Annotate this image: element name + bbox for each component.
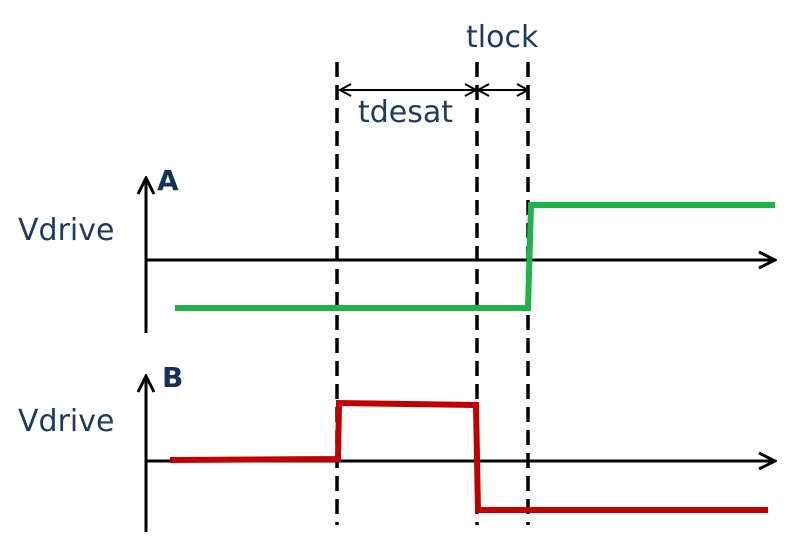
panel-b-signal — [169, 399, 768, 513]
panel-a-label: A — [157, 164, 179, 197]
panel-b-label: B — [162, 361, 183, 394]
tdesat-label: tdesat — [358, 95, 453, 130]
panel-b-ylabel: Vdrive — [18, 404, 114, 439]
panel-a-signal — [175, 202, 775, 311]
panel-a-ylabel: Vdrive — [18, 213, 114, 248]
tlock-label: tlock — [466, 20, 539, 55]
